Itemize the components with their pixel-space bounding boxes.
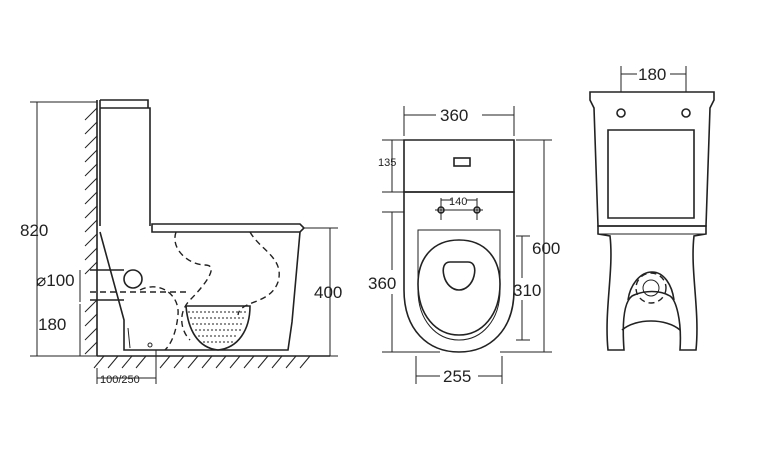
dim-label-135: 135 (378, 157, 396, 169)
dim-label-255: 255 (443, 367, 471, 386)
dim-label-360-length: 360 (368, 274, 396, 293)
back-pedestal (597, 225, 707, 351)
dim-outlet-diameter: ⌀100 (36, 270, 81, 302)
dim-bowl-height: 400 (296, 227, 342, 357)
side-outlet (90, 269, 188, 348)
floor-hatching (93, 355, 330, 369)
side-bowl (99, 231, 301, 351)
dim-outlet-height: 180 (38, 304, 81, 356)
dim-rough-in: 100/250 (96, 350, 157, 386)
back-view: 180 (589, 65, 715, 351)
dim-label-360-width: 360 (440, 106, 468, 125)
dim-label-outlet-diameter: ⌀100 (36, 271, 75, 290)
dim-overall-height: 820 (20, 101, 97, 357)
dim-seat-length: 310 (513, 235, 541, 341)
side-water-trap (185, 305, 251, 351)
dim-label-600: 600 (532, 239, 560, 258)
side-seat (151, 223, 306, 233)
dim-label-180-side: 180 (38, 315, 66, 334)
dim-tank-depth: 135 (378, 139, 404, 193)
side-trapway (174, 231, 280, 341)
back-outlet (635, 272, 667, 304)
dim-label-140: 140 (449, 196, 467, 208)
dim-label-400: 400 (314, 283, 342, 302)
side-tank (99, 99, 151, 226)
dim-top-width: 360 (403, 106, 515, 136)
dim-bowl-length: 360 (368, 211, 440, 353)
seat-bolt-holes (435, 198, 483, 220)
wall-hatching (84, 100, 98, 356)
dim-label-rough-in: 100/250 (100, 374, 140, 386)
top-view: 360 135 140 600 360 (368, 106, 560, 386)
dim-base-width: 255 (415, 356, 503, 386)
dim-hole-spacing: 140 (441, 196, 477, 208)
top-seat (403, 191, 515, 353)
dim-label-820: 820 (20, 221, 48, 240)
dim-total-depth: 600 (500, 139, 560, 353)
side-view: 820 ⌀100 180 400 100/250 (20, 99, 342, 386)
top-bowl-opening (417, 239, 501, 336)
dim-label-310: 310 (513, 281, 541, 300)
dim-label-180-back: 180 (638, 65, 666, 84)
dim-back-hole-spacing: 180 (620, 65, 687, 92)
